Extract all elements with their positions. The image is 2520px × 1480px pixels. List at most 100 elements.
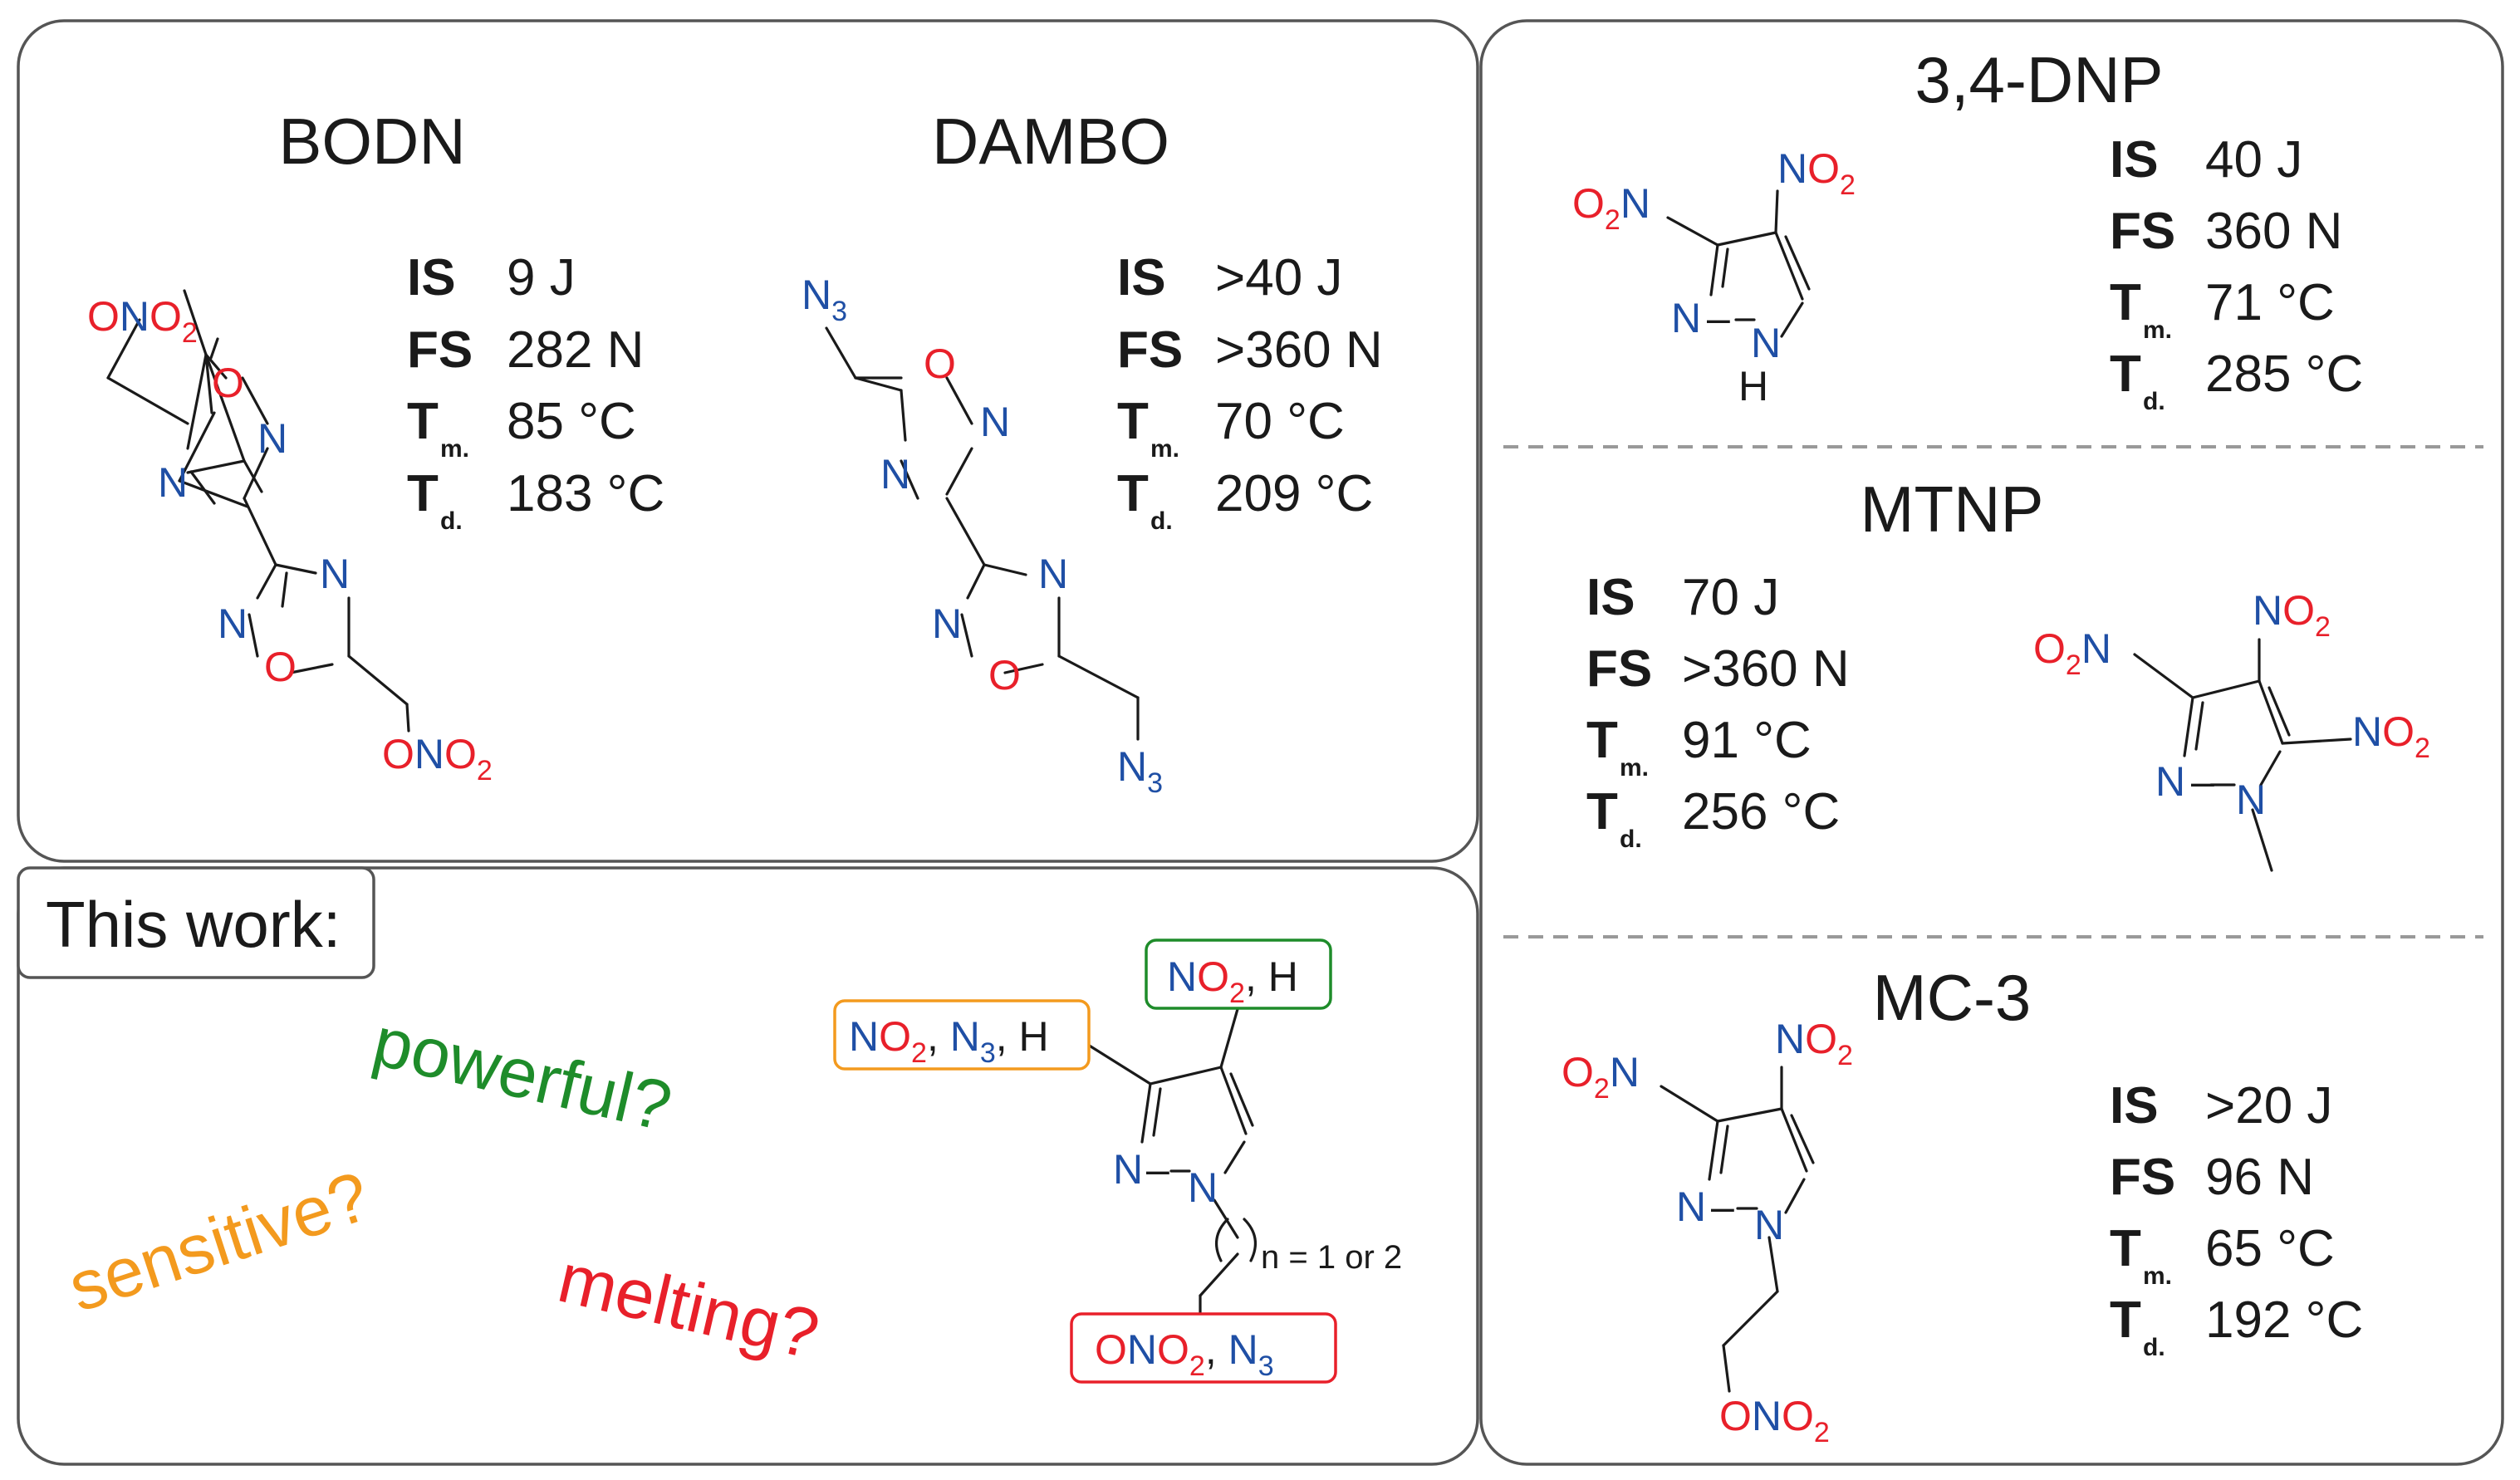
mtnp-panel: MTNP IS 70 J FS >360 N T m. 91 °C T d. 2… [1586, 473, 2430, 872]
svg-text:d.: d. [2143, 388, 2165, 415]
tag-orange-box [833, 999, 1091, 1071]
tag-orange-text: NO2, N3, H [849, 1013, 1049, 1069]
dnp-title: 3,4-DNP [1915, 43, 2163, 116]
svg-text:IS: IS [1586, 569, 1635, 626]
this-work-n1: N [1113, 1146, 1143, 1193]
tag-green-text: NO2, H [1167, 953, 1298, 1009]
svg-text:m.: m. [2143, 1262, 2172, 1290]
svg-text:T: T [2110, 1220, 2141, 1277]
svg-text:m.: m. [440, 435, 469, 463]
mc3-o2n: O2N [1562, 1049, 1640, 1105]
dnp-n2: N [1751, 320, 1781, 366]
dambo-title: DAMBO [932, 105, 1169, 178]
svg-text:65 °C: 65 °C [2205, 1220, 2335, 1277]
this-work-label: This work: [46, 888, 341, 961]
mc3-panel: MC-3 O2N NO2 N N – ONO2 IS >20 J FS 96 N… [1562, 961, 2363, 1448]
mc3-structure [1660, 1066, 1815, 1393]
mc3-n2: N [1754, 1202, 1784, 1248]
svg-text:m.: m. [2143, 316, 2172, 344]
svg-text:FS: FS [407, 321, 473, 379]
svg-text:9 J: 9 J [507, 249, 576, 306]
this-work-n2: N [1188, 1164, 1218, 1211]
this-work-dash: – [1146, 1146, 1169, 1193]
svg-text:T: T [407, 393, 439, 450]
svg-text:40 J: 40 J [2205, 131, 2302, 189]
bodn-title: BODN [278, 105, 465, 178]
dambo-n-ring1b: N [880, 451, 910, 497]
svg-text:d.: d. [440, 507, 463, 535]
mtnp-title: MTNP [1861, 473, 2044, 546]
svg-text:IS: IS [2110, 1077, 2159, 1135]
mc3-properties: IS >20 J FS 96 N T m. 65 °C T d. 192 °C [2110, 1077, 2363, 1361]
svg-text:T: T [1117, 393, 1149, 450]
mtnp-properties: IS 70 J FS >360 N T m. 91 °C T d. 256 °C [1586, 569, 1850, 853]
panel-frame-top-left [17, 19, 1479, 863]
mc3-ono2: ONO2 [1719, 1393, 1830, 1448]
svg-text:IS: IS [1117, 249, 1166, 306]
svg-text:282 N: 282 N [507, 321, 644, 379]
svg-text:IS: IS [2110, 131, 2159, 189]
dnp-dash: – [1707, 295, 1730, 341]
svg-text:T: T [407, 465, 439, 522]
bodn-o-ring2: O [264, 644, 297, 690]
dambo-properties: IS >40 J FS >360 N T m. 70 °C T d. 209 °… [1117, 249, 1383, 535]
this-work-label-box [17, 866, 375, 979]
bodn-n-ring2a: N [320, 551, 350, 597]
svg-text:85 °C: 85 °C [507, 393, 636, 450]
svg-text:m.: m. [1620, 754, 1649, 782]
svg-text:FS: FS [1117, 321, 1183, 379]
bodn-n-ring2b: N [218, 600, 248, 647]
mtnp-no2-top: NO2 [2253, 587, 2331, 643]
panel-frame-right [1479, 19, 2504, 1466]
bodn-n-ring1b: N [158, 459, 188, 506]
svg-text:96 N: 96 N [2205, 1149, 2314, 1206]
svg-text:FS: FS [2110, 1149, 2175, 1206]
dnp-properties: IS 40 J FS 360 N T m. 71 °C T d. 285 °C [2110, 131, 2363, 415]
svg-text:256 °C: 256 °C [1682, 783, 1840, 840]
svg-text:d.: d. [1620, 826, 1642, 853]
dambo-o-ring2: O [988, 652, 1021, 698]
mtnp-dash: – [2191, 758, 2214, 805]
svg-text:183 °C: 183 °C [507, 465, 664, 522]
svg-text:T: T [2110, 1291, 2141, 1349]
bodn-ono2-bottom: ONO2 [382, 731, 493, 787]
svg-text:d.: d. [2143, 1334, 2165, 1361]
svg-text:70 J: 70 J [1682, 569, 1779, 626]
bodn-panel: BODN [87, 105, 664, 787]
dambo-o-ring1: O [924, 341, 956, 387]
svg-text:91 °C: 91 °C [1682, 712, 1812, 769]
svg-text:>20 J: >20 J [2205, 1077, 2332, 1135]
dnp-n1: N [1671, 295, 1701, 341]
dnp-h: H [1738, 363, 1768, 409]
svg-text:70 °C: 70 °C [1215, 393, 1345, 450]
mc3-n1: N [1676, 1184, 1706, 1230]
mtnp-structure [2133, 638, 2352, 872]
svg-text:T: T [2110, 345, 2141, 403]
svg-text:T: T [1586, 712, 1618, 769]
dnp-o2n: O2N [1572, 180, 1650, 236]
dnp-no2: NO2 [1777, 145, 1856, 201]
svg-text:360 N: 360 N [2205, 203, 2342, 260]
svg-text:71 °C: 71 °C [2205, 274, 2335, 331]
svg-text:T: T [1586, 783, 1618, 840]
tag-green-box [1145, 938, 1332, 1010]
bodn-ono2-top: ONO2 [87, 293, 198, 349]
dambo-n-ring1a: N [980, 399, 1010, 445]
mc3-title: MC-3 [1873, 961, 2032, 1034]
mtnp-o2n: O2N [2033, 625, 2111, 681]
svg-text:285 °C: 285 °C [2205, 345, 2363, 403]
svg-text:209 °C: 209 °C [1215, 465, 1373, 522]
bodn-properties: IS 9 J FS 282 N T m. 85 °C T d. 183 °C [407, 249, 664, 535]
dambo-n-ring2b: N [932, 600, 962, 647]
svg-text:IS: IS [407, 249, 456, 306]
svg-text:192 °C: 192 °C [2205, 1291, 2363, 1349]
tag-red-text: ONO2, N3 [1095, 1326, 1274, 1382]
svg-text:T: T [2110, 274, 2141, 331]
bodn-o-ring1: O [212, 360, 244, 406]
mc3-dash: – [1711, 1184, 1734, 1230]
svg-text:>40 J: >40 J [1215, 249, 1342, 306]
svg-text:m.: m. [1150, 435, 1179, 463]
dnp-panel: 3,4-DNP O2N NO2 N N H – IS 40 J FS 360 N… [1572, 43, 2363, 415]
svg-text:FS: FS [1586, 640, 1652, 698]
